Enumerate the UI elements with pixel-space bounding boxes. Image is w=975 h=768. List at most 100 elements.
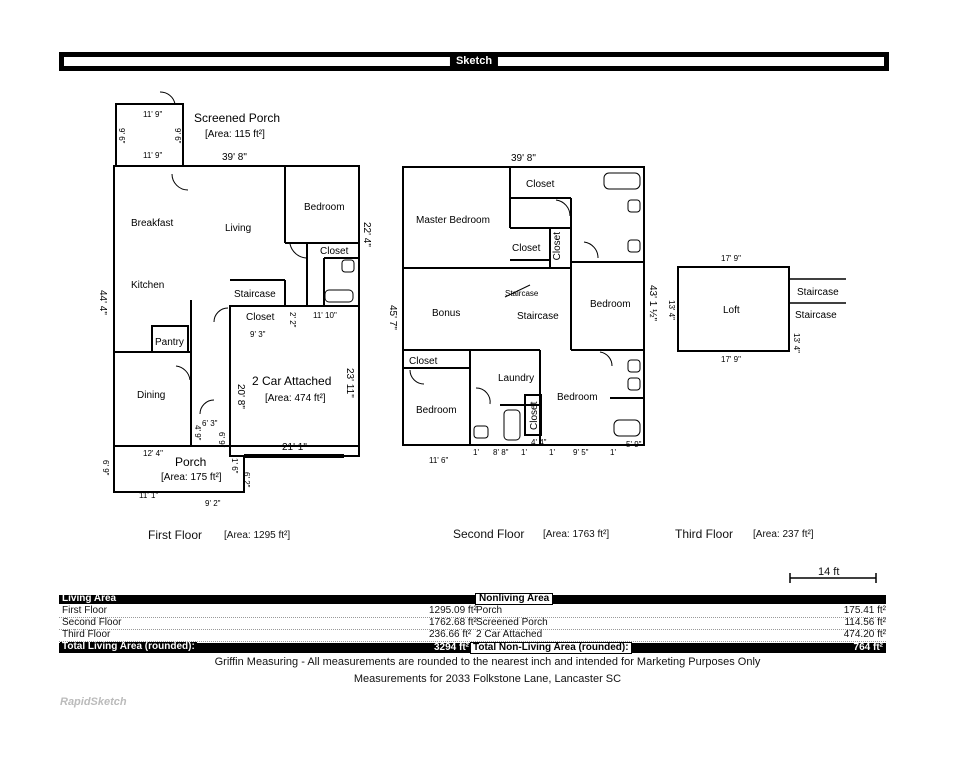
label-breakfast: Breakfast xyxy=(131,218,173,229)
label-bonus: Bonus xyxy=(432,308,460,319)
dim-porch-w: 12' 4" xyxy=(143,449,163,458)
label-staircase-2f-b: Staircase xyxy=(517,311,559,322)
dim-2f-s2: 1' xyxy=(521,448,527,457)
nonliving-area-header: Nonliving Area xyxy=(475,593,554,605)
total-living-label: Total Living Area (rounded): xyxy=(60,641,197,652)
label-garage: 2 Car Attached xyxy=(252,374,331,388)
label-dining: Dining xyxy=(137,390,165,401)
disclaimer-text: Griffin Measuring - All measurements are… xyxy=(214,656,761,668)
sketch-header-bar: Sketch xyxy=(59,52,889,71)
dim-1f-top: 39' 8" xyxy=(222,152,247,163)
dim-porch-h2: 9' 6" xyxy=(173,128,182,144)
label-living: Living xyxy=(225,223,251,234)
dim-2f-b5: 5' 9" xyxy=(626,440,642,449)
label-closet-2f-c: Closet xyxy=(552,232,563,261)
row-living-value: 1762.68 ft² xyxy=(429,617,477,628)
row-nonliving-name: Porch xyxy=(476,605,503,616)
label-laundry: Laundry xyxy=(498,373,534,384)
dim-2f-s1: 1' xyxy=(473,448,479,457)
row-nonliving-name: 2 Car Attached xyxy=(476,629,543,640)
dim-porch-r2: 6' 2" xyxy=(242,472,251,488)
row-living-value: 236.66 ft² xyxy=(429,629,472,640)
floor-title-second: Second Floor xyxy=(453,527,525,541)
dim-garage-w: 21' 1" xyxy=(282,442,307,453)
dim-porch-w1: 11' 9" xyxy=(143,110,163,119)
label-master-bedroom: Master Bedroom xyxy=(416,215,490,226)
label-staircase-3f-a: Staircase xyxy=(797,287,839,298)
floor-plan-sketch: Screened Porch [Area: 115 ft²] Breakfast… xyxy=(97,91,846,508)
label-closet-1f-b: Closet xyxy=(246,312,275,323)
dim-3f-right: 13' 4" xyxy=(792,333,801,353)
dim-1f-left: 44' 4" xyxy=(97,290,108,315)
living-area-header: Living Area xyxy=(62,593,117,604)
row-living-value: 1295.09 ft² xyxy=(429,605,477,616)
dim-porch-r1: 1' 6" xyxy=(230,458,239,474)
dim-2f-s3: 1' xyxy=(549,448,555,457)
row-living-name: Third Floor xyxy=(62,629,111,640)
dim-2f-right: 43' 1 ½" xyxy=(647,285,658,321)
dim-closet-w: 9' 3" xyxy=(250,330,266,339)
label-bedroom-1f: Bedroom xyxy=(304,202,345,213)
table-row: Second Floor 1762.68 ft² Screened Porch … xyxy=(59,617,886,630)
label-porch-area: [Area: 175 ft²] xyxy=(161,472,222,483)
floor-area-third: [Area: 237 ft²] xyxy=(753,529,814,540)
table-row: First Floor 1295.09 ft² Porch 175.41 ft² xyxy=(59,605,886,618)
label-bedroom-2f-a: Bedroom xyxy=(590,299,631,310)
dim-garage-h2: 23' 11" xyxy=(344,368,355,398)
dim-closet-h: 2' 2" xyxy=(288,312,297,328)
dim-2f-top: 39' 8" xyxy=(511,153,536,164)
label-staircase-3f-b: Staircase xyxy=(795,310,837,321)
row-living-name: First Floor xyxy=(62,605,107,616)
label-pantry: Pantry xyxy=(155,337,184,348)
label-bedroom-2f-c: Bedroom xyxy=(416,405,457,416)
dim-porch-b2: 9' 2" xyxy=(205,499,221,508)
row-living-name: Second Floor xyxy=(62,617,122,628)
total-nonliving-label: Total Non-Living Area (rounded): xyxy=(470,642,632,654)
row-nonliving-value: 474.20 ft² xyxy=(843,629,886,640)
third-floor-outline xyxy=(677,266,790,352)
label-bedroom-2f-b: Bedroom xyxy=(557,392,598,403)
dim-bed-w: 11' 10" xyxy=(313,311,337,320)
dim-1f-right: 22' 4" xyxy=(361,222,372,247)
floor-title-first: First Floor xyxy=(148,528,202,542)
address-text: Measurements for 2033 Folkstone Lane, La… xyxy=(353,673,622,685)
total-nonliving-value: 764 ft² xyxy=(853,642,883,653)
dim-2f-b4: 9' 5" xyxy=(573,448,589,457)
label-closet-2f-d: Closet xyxy=(409,356,438,367)
dim-porch-h: 6' 9" xyxy=(101,460,110,476)
label-closet-2f-e: Closet xyxy=(529,401,540,430)
dim-porch-h1: 9' 6" xyxy=(117,128,126,144)
dim-3f-left: 13' 4" xyxy=(667,300,676,320)
dim-p-h2: 6' 9" xyxy=(217,432,226,448)
floor-title-third: Third Floor xyxy=(675,527,734,541)
table-row: Third Floor 236.66 ft² 2 Car Attached 47… xyxy=(59,629,886,642)
screened-porch-outline xyxy=(115,103,184,167)
scale-bar-graphic xyxy=(789,573,877,583)
second-floor-outline xyxy=(402,166,645,446)
dim-p-w1: 6' 3" xyxy=(202,419,218,428)
dim-2f-s4: 1' xyxy=(610,448,616,457)
dim-3f-bottom: 17' 9" xyxy=(721,355,741,364)
totals-row: Total Living Area (rounded): 3294 ft² To… xyxy=(59,641,886,654)
scale-label: 14 ft xyxy=(818,566,840,578)
table-header: Living Area Nonliving Area xyxy=(59,593,886,605)
dim-p-h1: 4' 9" xyxy=(193,425,202,441)
row-nonliving-name: Screened Porch xyxy=(476,617,548,628)
label-loft: Loft xyxy=(723,305,740,316)
label-porch: Porch xyxy=(175,455,206,469)
label-staircase-1f: Staircase xyxy=(234,289,276,300)
row-nonliving-value: 114.56 ft² xyxy=(844,617,886,628)
dim-2f-b1: 11' 6" xyxy=(429,456,449,465)
label-garage-area: [Area: 474 ft²] xyxy=(265,393,326,404)
floor-area-first: [Area: 1295 ft²] xyxy=(224,530,291,541)
dim-garage-h1: 20' 8" xyxy=(235,384,246,409)
label-closet-2f-a: Closet xyxy=(526,179,555,190)
dim-2f-b3: 4' 4" xyxy=(531,438,547,447)
dim-2f-left: 45' 7" xyxy=(387,305,398,330)
dim-2f-b2: 8' 8" xyxy=(493,448,509,457)
dim-porch-b1: 11' 1" xyxy=(139,491,159,500)
row-nonliving-value: 175.41 ft² xyxy=(843,605,886,616)
label-screened-porch: Screened Porch xyxy=(194,111,280,125)
rapidsketch-logo: RapidSketch xyxy=(60,696,127,708)
label-closet-1f-a: Closet xyxy=(320,246,349,257)
